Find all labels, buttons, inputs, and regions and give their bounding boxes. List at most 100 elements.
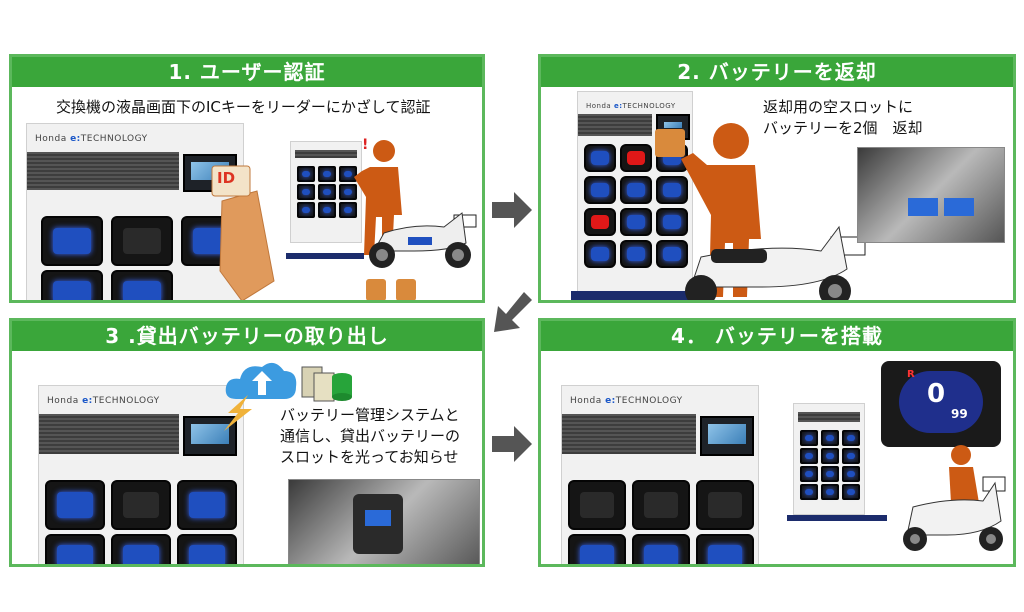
- battery-slot: [297, 202, 315, 218]
- battery-slot: [111, 270, 173, 300]
- step-4-title: 4． バッテリーを搭載: [541, 321, 1013, 351]
- battery-slot: [620, 208, 652, 236]
- arrow-down-left-icon: [494, 292, 532, 332]
- battery-slot-photo: [944, 198, 974, 216]
- battery-pack-icon: [366, 279, 386, 300]
- vent-grille: [39, 414, 179, 454]
- battery-slot: [584, 240, 616, 268]
- battery-slot: [821, 484, 839, 500]
- battery-slot: [41, 270, 103, 300]
- charging-station-small: [793, 403, 865, 515]
- scooter-meter-photo: R 0 99: [881, 361, 1001, 447]
- brand-label: Honda e:TECHNOLOGY: [570, 396, 683, 406]
- lcd-screen: [183, 416, 237, 456]
- vent-grille: [27, 152, 179, 190]
- vent-grille: [562, 414, 696, 454]
- battery-slot: [842, 448, 860, 464]
- step-3-title: 3 .貸出バッテリーの取り出し: [12, 321, 482, 351]
- battery-slot: [45, 534, 105, 564]
- battery-slot: [656, 208, 688, 236]
- charging-station-large: Honda e:TECHNOLOGY: [38, 385, 244, 564]
- battery-slot: [318, 202, 336, 218]
- vent-grille: [295, 150, 357, 158]
- battery-light-photo: [365, 510, 391, 526]
- meter-gear: R: [907, 369, 915, 380]
- battery-slot: [842, 484, 860, 500]
- battery-slot: [620, 240, 652, 268]
- lightning-icon: [224, 395, 252, 431]
- vent-grille: [798, 412, 860, 422]
- battery-slot: [111, 534, 171, 564]
- battery-slot: [842, 430, 860, 446]
- battery-slot: [339, 202, 357, 218]
- battery-slot-return: [620, 144, 652, 172]
- hand-with-id-card-icon: [211, 165, 275, 300]
- battery-slot: [41, 216, 103, 266]
- vent-grille: [578, 114, 652, 136]
- battery-slot: [821, 448, 839, 464]
- battery-slot: [656, 176, 688, 204]
- battery-pack-icon: [396, 279, 416, 300]
- battery-slot: [842, 466, 860, 482]
- battery-slot: [821, 430, 839, 446]
- battery-slot: [297, 166, 315, 182]
- step-2-panel: 2. バッテリーを返却 返却用の空スロットに バッテリーを2個 返却 Honda…: [538, 54, 1016, 303]
- rider-on-scooter-icon: [903, 445, 1006, 551]
- scooter-icon: [369, 212, 477, 268]
- battery-removal-photo: [288, 479, 480, 564]
- brand-label: Honda e:TECHNOLOGY: [586, 102, 676, 110]
- battery-slot: [656, 240, 688, 268]
- battery-slot: [800, 466, 818, 482]
- battery-slot: [297, 184, 315, 200]
- battery-slot: [339, 184, 357, 200]
- battery-slot: [111, 480, 171, 530]
- step-3-caption-line1: バッテリー管理システムと: [280, 406, 460, 424]
- brand-label: Honda e:TECHNOLOGY: [47, 396, 160, 406]
- battery-slot: [696, 534, 754, 564]
- battery-slot: [584, 144, 616, 172]
- battery-slot: [568, 534, 626, 564]
- arrow-right-icon: [492, 426, 532, 462]
- arrow-right-icon: [492, 192, 532, 228]
- step-2-title: 2. バッテリーを返却: [541, 57, 1013, 87]
- brand-label: Honda e:TECHNOLOGY: [35, 134, 148, 144]
- battery-slot: [821, 466, 839, 482]
- cloud-server-icon: [225, 362, 352, 402]
- battery-slot-lit: [45, 480, 105, 530]
- battery-slot-empty: [111, 216, 173, 266]
- charging-station-large: Honda e:TECHNOLOGY: [26, 123, 244, 300]
- meter-display: [899, 371, 983, 433]
- step-4-panel: 4． バッテリーを搭載 Honda e:TECHNOLOGY R 0 99: [538, 318, 1016, 567]
- battery-slot-empty: [568, 480, 626, 530]
- battery-slot-empty: [632, 480, 690, 530]
- step-3-caption-line2: 通信し、貸出バッテリーの: [280, 427, 461, 445]
- battery-slot: [318, 184, 336, 200]
- step-3-caption-line3: スロットを光ってお知らせ: [280, 448, 459, 466]
- step-2-caption-line1: 返却用の空スロットに: [763, 98, 914, 116]
- step-1-title: 1. ユーザー認証: [12, 57, 482, 87]
- id-card-label: ID: [217, 169, 236, 187]
- meter-distance: 99: [951, 407, 968, 421]
- station-base: [571, 291, 701, 300]
- battery-slot: [177, 534, 237, 564]
- battery-slot-return: [584, 208, 616, 236]
- step-1-caption: 交換機の液晶画面下のICキーをリーダーにかざして認証: [56, 98, 431, 116]
- charging-station-large: Honda e:TECHNOLOGY: [561, 385, 759, 564]
- step-1-panel: 1. ユーザー認証 交換機の液晶画面下のICキーをリーダーにかざして認証 Hon…: [9, 54, 485, 303]
- battery-slot: [584, 176, 616, 204]
- battery-slot: [632, 534, 690, 564]
- battery-slot-lit: [177, 480, 237, 530]
- meter-speed: 0: [927, 379, 946, 409]
- battery-slot: [800, 448, 818, 464]
- charging-station-small: [290, 141, 362, 243]
- lcd-screen: [700, 416, 754, 456]
- battery-slot: [318, 166, 336, 182]
- battery-slot: [800, 484, 818, 500]
- battery-return-photo: [857, 147, 1005, 243]
- scooter-icon: [685, 225, 866, 300]
- battery-slot: [620, 176, 652, 204]
- battery-slot: [339, 166, 357, 182]
- step-2-caption-line2: バッテリーを2個 返却: [763, 119, 923, 137]
- battery-slot-empty: [696, 480, 754, 530]
- battery-slot: [800, 430, 818, 446]
